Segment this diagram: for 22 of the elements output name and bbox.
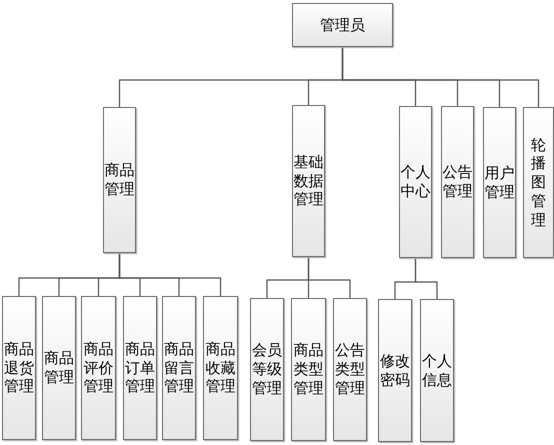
connector-line [118, 253, 222, 296]
process-box: 商品留言管理 [162, 296, 196, 440]
connector-line [308, 257, 351, 298]
process-box: 个人信息 [420, 299, 454, 442]
process-box: 商品管理 [103, 107, 136, 253]
process-box: 用户管理 [483, 107, 516, 258]
process-box: 商品订单管理 [123, 296, 157, 440]
process-box: 商品退货管理 [2, 296, 36, 440]
process-box: 基础数据管理 [292, 105, 325, 257]
process-box: 轮播图管理 [523, 107, 554, 258]
process-box: 商品评价管理 [81, 296, 116, 440]
process-box: 公告管理 [441, 106, 474, 258]
connector-line [414, 258, 438, 299]
connector-line [342, 47, 540, 107]
process-box: 商品收藏管理 [203, 296, 238, 440]
process-box: 个人中心 [399, 106, 432, 258]
process-box: 商品管理 [42, 296, 76, 440]
process-box: 公告类型管理 [333, 298, 367, 441]
process-box: 商品类型管理 [291, 298, 326, 441]
process-box: 会员等级管理 [250, 298, 284, 441]
process-box: 管理员 [292, 3, 393, 47]
process-box: 修改密码 [378, 299, 412, 442]
